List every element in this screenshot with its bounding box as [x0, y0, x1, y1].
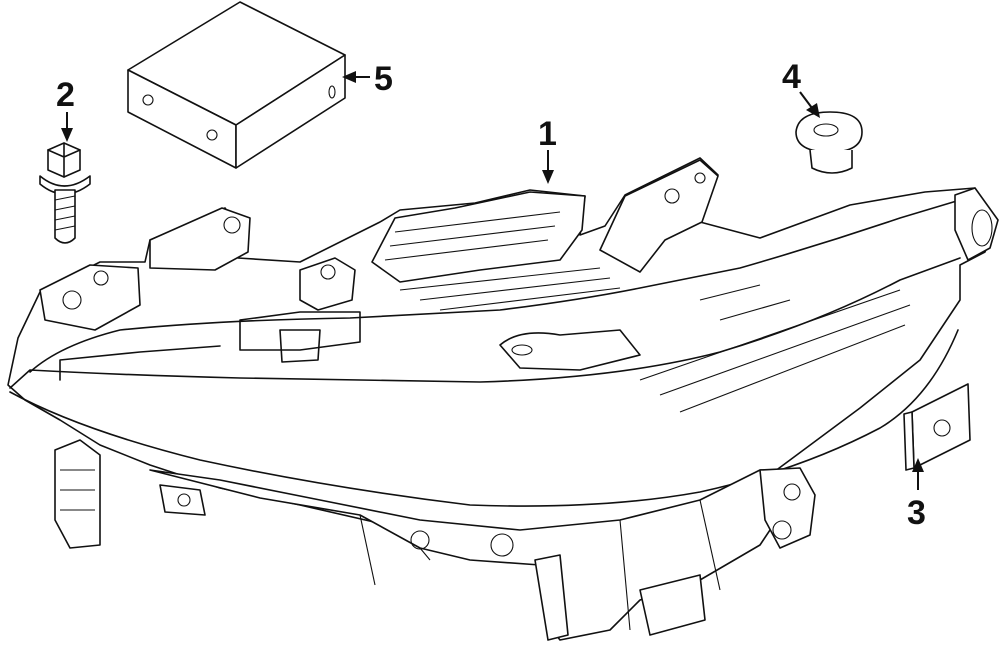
bracket-part — [903, 383, 971, 471]
arrow-4 — [806, 103, 820, 118]
arrow-1 — [542, 170, 554, 184]
callout-label-bracket: 3 — [907, 494, 926, 532]
control-module-part — [127, 1, 346, 169]
headlamp-assembly-part — [7, 157, 999, 641]
leader-4 — [799, 91, 813, 109]
arrow-3 — [912, 458, 924, 472]
callout-label-module: 5 — [374, 60, 393, 98]
callout-label-bolt: 2 — [56, 76, 75, 114]
callout-label-headlamp: 1 — [538, 115, 557, 153]
grommet-part — [795, 111, 863, 174]
arrow-2 — [61, 128, 73, 142]
callout-label-grommet: 4 — [782, 58, 801, 96]
callout-leaders — [61, 71, 924, 490]
arrow-5 — [342, 71, 356, 83]
bolt-part — [39, 142, 91, 244]
